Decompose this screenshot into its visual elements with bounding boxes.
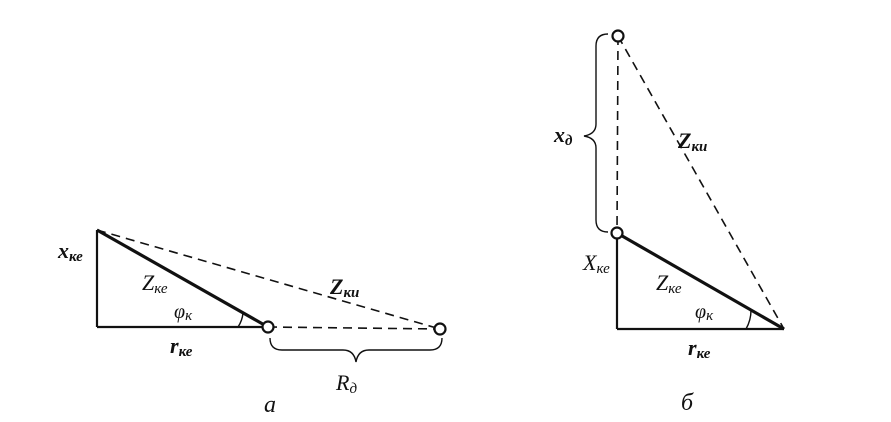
a-z-ke-main: Z (142, 270, 155, 295)
a-r-d-brace (269, 337, 443, 363)
b-phi-main: φ (695, 301, 706, 323)
a-z-ke-hypotenuse (96, 228, 269, 329)
b-z-ki-dashed-line (617, 35, 785, 330)
a-r-ke-label: rке (170, 333, 193, 360)
b-x-ke-label: Xке (582, 250, 610, 277)
a-z-ki-label: Zки (329, 274, 359, 301)
b-r-ke-label: rке (688, 335, 711, 362)
b-r-ke-main: r (688, 335, 697, 360)
b-x-d-dashed-line (616, 35, 619, 234)
a-x-ke-sub: ке (69, 249, 83, 265)
b-x-d-main: x (553, 122, 565, 147)
b-r-ke-sub: ке (697, 346, 711, 362)
b-z-ki-label: Zки (677, 128, 707, 155)
a-r-d-main: R (335, 370, 350, 395)
a-phi-main: φ (174, 301, 185, 323)
b-phi-sub: к (706, 308, 714, 324)
a-node-left (261, 320, 275, 334)
b-x-d-brace (583, 33, 609, 233)
a-r-d-sub: д (349, 381, 357, 397)
b-x-d-label: xд (553, 122, 573, 149)
a-z-ke-sub: ке (154, 281, 168, 297)
diagram-a: xке Zке φк rке Zки Rд а (57, 228, 447, 418)
a-phi-angle-arc (237, 312, 244, 328)
b-phi-label: φк (695, 301, 714, 324)
b-node-bottom (610, 226, 624, 240)
b-z-ke-sub: ке (668, 281, 682, 297)
b-x-ke-main: X (582, 250, 598, 275)
a-r-ke-main: r (170, 333, 179, 358)
b-phi-angle-arc (745, 309, 752, 330)
b-z-ki-sub: ки (691, 139, 707, 155)
a-z-ke-label: Zке (142, 270, 168, 297)
b-x-d-sub: д (565, 133, 573, 149)
b-z-ke-main: Z (656, 270, 669, 295)
a-z-ki-main: Z (329, 274, 343, 299)
b-caption: б (681, 390, 694, 416)
a-node-right (433, 322, 447, 336)
a-r-ke-sub: ке (179, 344, 193, 360)
b-node-top (611, 29, 625, 43)
a-x-ke-main: x (57, 238, 69, 263)
a-r-d-label: Rд (335, 370, 357, 397)
a-phi-label: φк (174, 301, 193, 324)
b-z-ke-hypotenuse (616, 231, 785, 331)
a-caption: а (264, 392, 276, 418)
b-z-ke-label: Zке (656, 270, 682, 297)
diagram-b: xд Zки Xке Zке φк rке б (553, 29, 785, 416)
a-phi-sub: к (185, 308, 193, 324)
a-z-ki-sub: ки (343, 285, 359, 301)
a-r-d-dashed-line (267, 326, 441, 330)
a-x-ke-label: xке (57, 238, 83, 265)
b-x-ke-sub: ке (596, 261, 610, 277)
b-z-ki-main: Z (677, 128, 691, 153)
